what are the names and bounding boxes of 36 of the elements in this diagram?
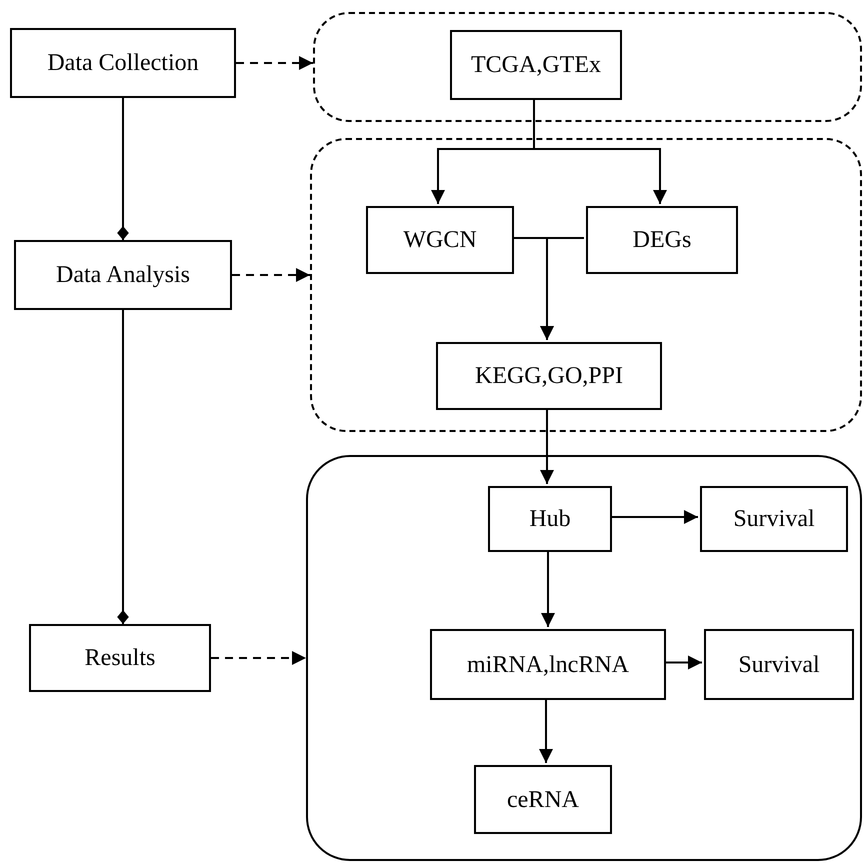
process-box: [29, 624, 211, 692]
process-box: [474, 765, 612, 834]
process-box: [436, 342, 662, 410]
arrow: [539, 698, 553, 763]
arrow: [540, 408, 554, 484]
box-label: Hub: [529, 505, 571, 534]
box-label: Survival: [738, 650, 820, 680]
box-label: Results: [84, 644, 156, 673]
group-frame: [310, 138, 862, 432]
arrow: [540, 237, 584, 340]
arrow: [236, 56, 313, 70]
box-label: WGCN: [403, 226, 477, 255]
box-label: Data Analysis: [56, 261, 190, 290]
process-box: [430, 629, 666, 700]
arrow: [541, 550, 555, 627]
process-box: [366, 206, 514, 274]
arrow: [610, 510, 698, 524]
box-label: DEGs: [632, 226, 692, 255]
arrow: [232, 268, 310, 282]
process-box: [14, 240, 232, 310]
box-label: Survival: [733, 505, 815, 534]
process-box: [700, 486, 848, 552]
arrow: [211, 651, 306, 665]
process-box: [10, 28, 236, 98]
group-frame: [313, 12, 862, 122]
box-label: KEGG,GO,PPI: [474, 362, 623, 391]
box-label: ceRNA: [507, 786, 579, 814]
group-frame: [306, 455, 862, 861]
process-box: [704, 629, 854, 700]
process-box: [488, 486, 612, 552]
arrow: [664, 656, 702, 670]
process-box: [586, 206, 738, 274]
box-label: TCGA,GTEx: [471, 51, 601, 80]
process-box: [450, 30, 622, 100]
box-label: Data Collection: [47, 49, 199, 78]
box-label: miRNA,lncRNA: [467, 650, 629, 680]
